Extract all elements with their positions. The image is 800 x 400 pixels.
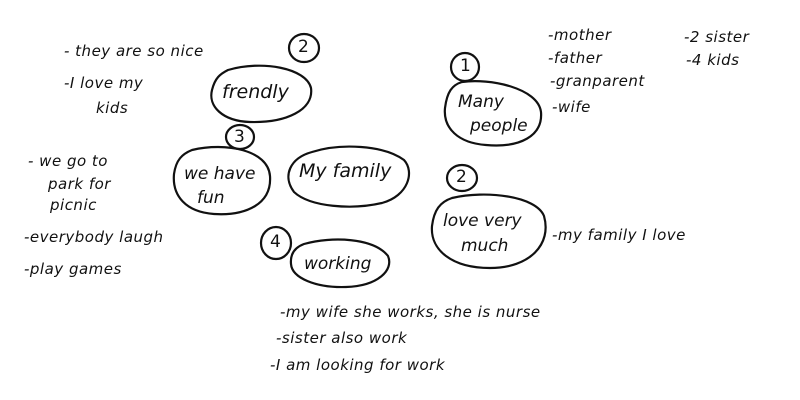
many-people-note-mother: -mother bbox=[548, 26, 612, 44]
we-have-fun-note-park-1: - we go to bbox=[28, 152, 108, 170]
bubble-love-very-much bbox=[430, 193, 547, 270]
center-label: My family bbox=[299, 160, 392, 182]
we-have-fun-note-games: -play games bbox=[24, 260, 122, 278]
many-people-note-sisters: -2 sister bbox=[684, 28, 750, 46]
number-circle-many-people bbox=[449, 51, 481, 83]
number-circle-working bbox=[259, 225, 293, 261]
friendly-note-love-kids-1: -I love my bbox=[64, 74, 144, 92]
working-note-sister: -sister also work bbox=[276, 329, 408, 347]
bubble-many-people bbox=[443, 80, 543, 147]
many-people-label-line-2: people bbox=[470, 116, 528, 136]
friendly-note-nice: - they are so nice bbox=[64, 42, 204, 60]
working-note-wife-nurse: -my wife she works, she is nurse bbox=[280, 303, 541, 321]
many-people-note-father: -father bbox=[548, 49, 603, 67]
bubble-friendly bbox=[210, 64, 313, 124]
love-very-much-label-line-2: much bbox=[461, 236, 509, 256]
many-people-label-line-1: Many bbox=[458, 92, 504, 112]
many-people-note-granparent: -granparent bbox=[550, 72, 645, 90]
number-circle-friendly bbox=[287, 32, 321, 64]
bubble-working bbox=[289, 238, 391, 289]
number-circle-we-have-fun bbox=[224, 123, 256, 151]
we-have-fun-note-laugh: -everybody laugh bbox=[24, 228, 164, 246]
bubble-we-have-fun bbox=[172, 145, 272, 216]
many-people-note-wife: -wife bbox=[552, 98, 591, 116]
working-label: working bbox=[304, 254, 372, 274]
many-people-note-kids: -4 kids bbox=[686, 51, 740, 69]
we-have-fun-label-line-2: fun bbox=[197, 188, 225, 208]
love-very-much-number: 2 bbox=[456, 167, 467, 187]
we-have-fun-note-park-3: picnic bbox=[50, 196, 97, 214]
we-have-fun-note-park-2: park for bbox=[48, 175, 111, 193]
friendly-label: frendly bbox=[222, 81, 289, 103]
friendly-note-love-kids-2: kids bbox=[96, 99, 129, 117]
friendly-number: 2 bbox=[298, 37, 309, 57]
love-very-much-label-line-1: love very bbox=[443, 211, 522, 231]
we-have-fun-label-line-1: we have bbox=[184, 164, 256, 184]
number-circle-love-very-much bbox=[445, 163, 479, 193]
many-people-number: 1 bbox=[460, 56, 471, 76]
working-note-looking: -I am looking for work bbox=[270, 356, 446, 374]
center-bubble bbox=[287, 145, 411, 208]
working-number: 4 bbox=[270, 232, 281, 252]
we-have-fun-number: 3 bbox=[234, 127, 245, 147]
love-very-much-note: -my family I love bbox=[552, 226, 686, 244]
